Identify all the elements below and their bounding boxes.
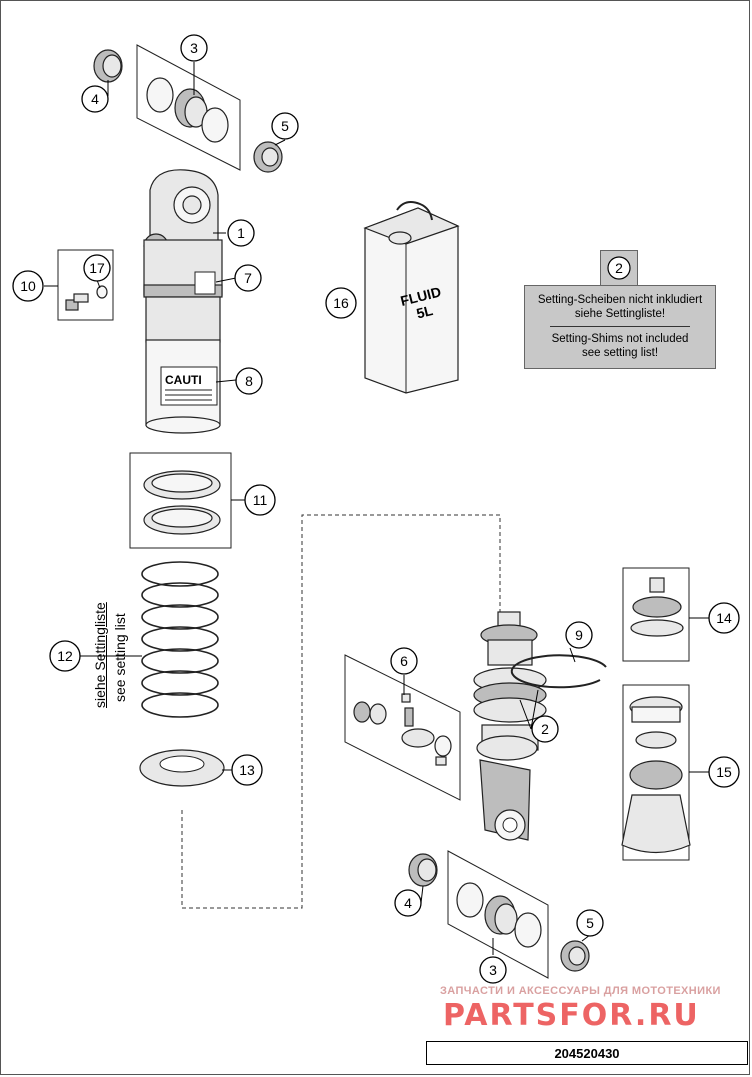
dust-cap-bottom xyxy=(408,853,438,887)
bushing-bottom xyxy=(560,940,590,972)
callout-3-bottom: 3 xyxy=(479,956,507,984)
svg-text:15: 15 xyxy=(716,764,732,780)
callout-11: 11 xyxy=(244,484,276,516)
callout-8: 8 xyxy=(235,367,263,395)
lock-nut-lower xyxy=(143,505,221,535)
lock-nut-upper xyxy=(143,470,221,500)
spring-retainer xyxy=(139,749,225,787)
callout-15: 15 xyxy=(708,756,740,788)
callout-4-bottom: 4 xyxy=(394,889,422,917)
callout-9: 9 xyxy=(565,621,593,649)
watermark-tagline: ЗАПЧАСТИ И АКСЕССУАРЫ ДЛЯ МОТОТЕХНИКИ xyxy=(440,985,721,997)
svg-text:4: 4 xyxy=(91,91,99,107)
svg-text:12: 12 xyxy=(57,648,73,664)
svg-text:3: 3 xyxy=(489,962,497,978)
callout-16: 16 xyxy=(325,287,357,319)
svg-text:17: 17 xyxy=(89,260,105,276)
callout-7: 7 xyxy=(234,264,262,292)
svg-text:6: 6 xyxy=(400,653,408,669)
svg-text:8: 8 xyxy=(245,373,253,389)
svg-text:13: 13 xyxy=(239,762,255,778)
bleed-screw xyxy=(65,293,89,311)
valve-parts xyxy=(353,693,452,766)
watermark-brand: PARTSFOR.RU xyxy=(443,998,700,1033)
valve-parts-box xyxy=(344,654,461,801)
svg-text:10: 10 xyxy=(20,278,36,294)
seal-kit-box-top xyxy=(136,44,241,171)
dust-cap-top xyxy=(93,49,123,83)
spring-setting-note: siehe Settingliste see setting list xyxy=(90,580,130,710)
svg-text:5: 5 xyxy=(586,915,594,931)
spring-note-en: see setting list xyxy=(112,613,128,702)
svg-text:9: 9 xyxy=(575,627,583,643)
shock-absorber-body: CAUTI xyxy=(143,169,223,434)
note-tab: 2 xyxy=(600,250,638,285)
callout-6: 6 xyxy=(390,647,418,675)
seal-ring-top xyxy=(146,77,229,143)
callout-2: 2 xyxy=(531,715,559,743)
callout-12: 12 xyxy=(49,640,81,672)
callout-13: 13 xyxy=(231,754,263,786)
assembly-dashed-line xyxy=(181,514,501,909)
note-divider xyxy=(550,326,690,327)
callout-14: 14 xyxy=(708,602,740,634)
bleed-screw-box xyxy=(57,249,114,321)
callout-3-top: 3 xyxy=(180,34,208,62)
callout-1: 1 xyxy=(227,219,255,247)
spring xyxy=(141,561,219,718)
note-en-line1: Setting-Shims not included xyxy=(551,333,689,345)
svg-text:1: 1 xyxy=(237,225,245,241)
setting-shims-note: Setting-Scheiben nicht inkludiert siehe … xyxy=(524,285,716,369)
circlip xyxy=(510,654,607,689)
svg-text:14: 14 xyxy=(716,610,732,626)
bladder-parts xyxy=(621,696,691,854)
svg-text:5: 5 xyxy=(281,118,289,134)
callout-5-top: 5 xyxy=(271,112,299,140)
svg-text:11: 11 xyxy=(253,492,268,508)
callout-17: 17 xyxy=(83,254,111,282)
callout-5-bottom: 5 xyxy=(576,909,604,937)
o-ring xyxy=(96,285,108,299)
bushing-top xyxy=(253,141,283,173)
spring-note-de: siehe Settingliste xyxy=(92,602,108,708)
leader-lines xyxy=(44,62,709,955)
piston-parts xyxy=(630,577,684,637)
note-de-line2: siehe Settingliste! xyxy=(574,308,666,320)
note-de-line1: Setting-Scheiben nicht inkludiert xyxy=(537,294,703,306)
note-callout-2: 2 xyxy=(615,260,623,276)
note-en-line2: see setting list! xyxy=(581,347,659,359)
caution-label: CAUTI xyxy=(165,373,202,387)
adjuster-label xyxy=(194,271,216,295)
callout-4-top: 4 xyxy=(81,85,109,113)
fluid-can xyxy=(363,201,460,394)
piston-box xyxy=(622,567,690,662)
diagram-code: 204520430 xyxy=(426,1041,748,1065)
svg-text:3: 3 xyxy=(190,40,198,56)
seal-ring-bottom xyxy=(456,882,542,948)
svg-text:7: 7 xyxy=(244,270,252,286)
damper-assembly xyxy=(473,611,547,841)
svg-text:2: 2 xyxy=(541,721,549,737)
seal-kit-box-bottom xyxy=(447,850,549,979)
svg-text:4: 4 xyxy=(404,895,412,911)
callout-10: 10 xyxy=(12,270,44,302)
svg-text:16: 16 xyxy=(333,295,349,311)
